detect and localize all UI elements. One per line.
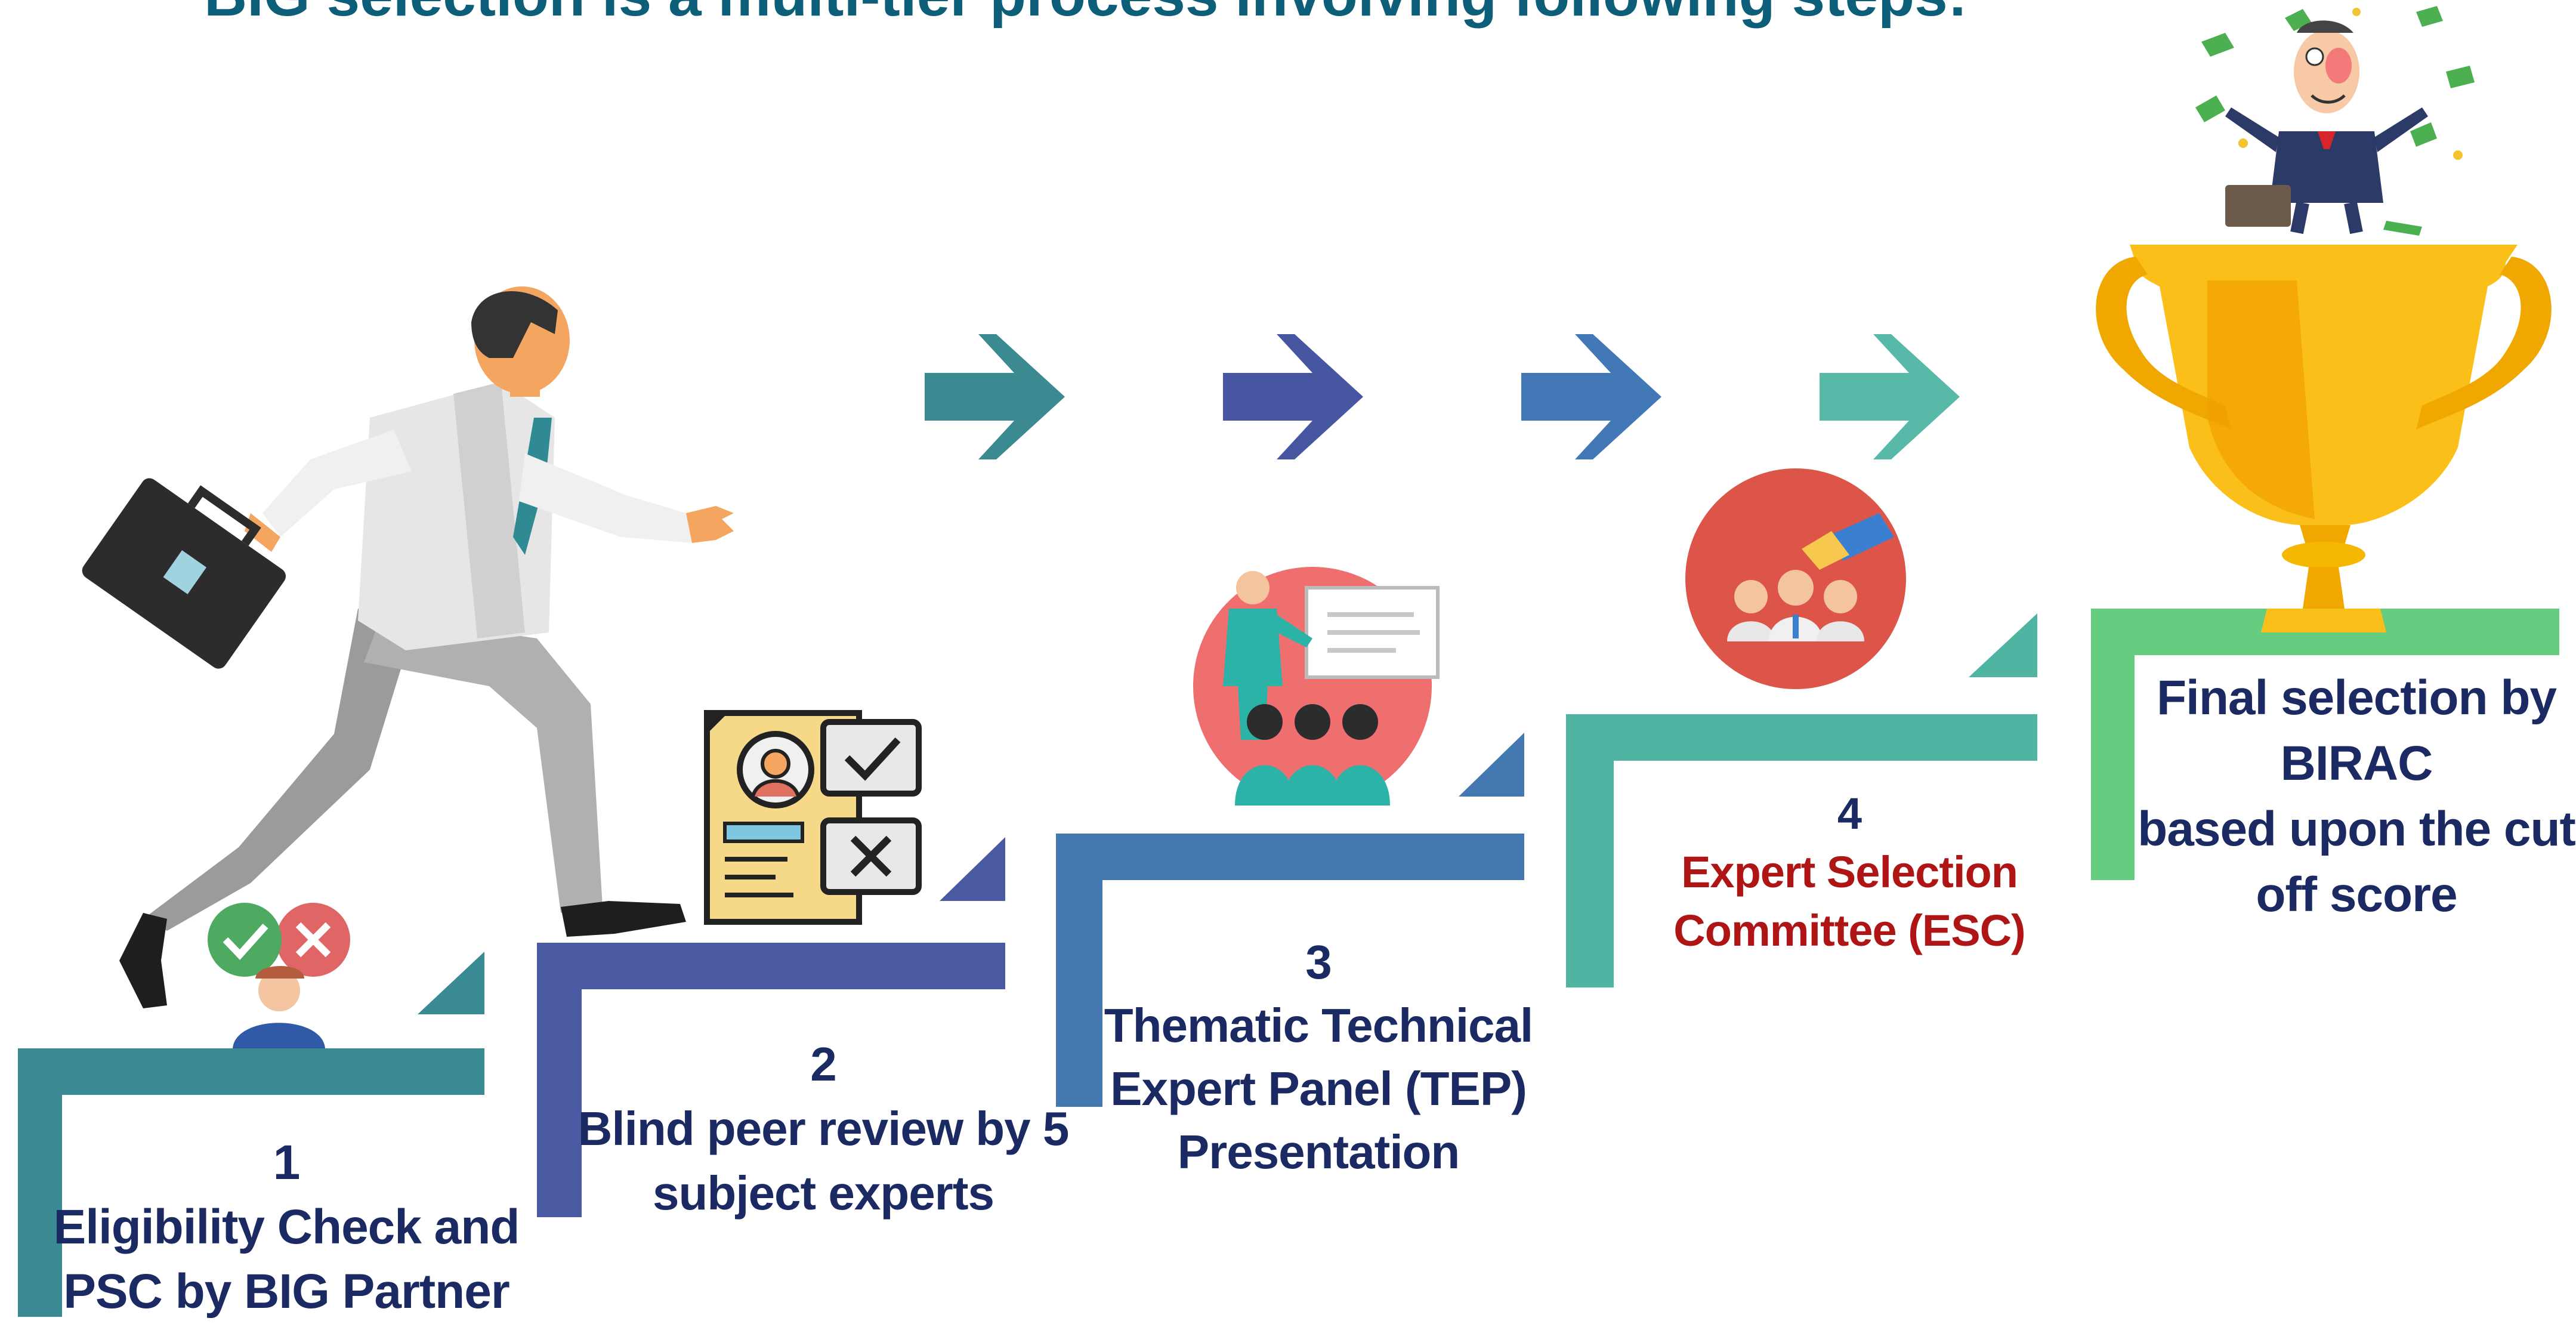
step-5-label-line-4: off score [2256, 868, 2457, 922]
step-1-label-line-2: PSC by BIG Partner [63, 1264, 510, 1319]
arrow-right-icon [1521, 334, 1661, 459]
trophy-icon [2096, 245, 2552, 632]
step-1-corner [418, 952, 484, 1014]
presentation-icon [1193, 567, 1440, 805]
step-3-platform [1056, 733, 1524, 1107]
arrow-right-icon [925, 334, 1065, 459]
step-4-number: 4 [1837, 789, 1862, 838]
step-1-text: 1 Eligibility Check and PSC by BIG Partn… [36, 1131, 537, 1324]
step-4-platform [1566, 613, 2037, 987]
step-3-label-line-1: Thematic Technical [1104, 999, 1534, 1052]
diagram-title: BIG selection is a multi-tier process in… [0, 0, 2172, 25]
briefcase-icon [82, 478, 286, 669]
step-2-text: 2 Blind peer review by 5 subject experts [573, 1032, 1074, 1226]
step-2-number: 2 [810, 1038, 837, 1091]
step-5-label-line-2: BIRAC [2280, 736, 2433, 791]
step-4-text: 4 Expert Selection Committee (ESC) [1599, 785, 2100, 960]
step-4-label-line-1: Expert Selection [1681, 847, 2018, 897]
step-3-label-line-2: Expert Panel (TEP) [1110, 1062, 1527, 1115]
arrow-right-icon [1820, 334, 1960, 459]
step-5-label-line-3: based upon the cut [2138, 802, 2576, 856]
step-3-corner [1459, 733, 1524, 797]
committee-selection-icon [1685, 468, 1906, 689]
step-2-label-line-1: Blind peer review by 5 [577, 1102, 1070, 1155]
step-3-label-line-3: Presentation [1177, 1125, 1460, 1178]
step-3-text: 3 Thematic Technical Expert Panel (TEP) … [1068, 931, 1569, 1184]
step-1-platform [18, 952, 484, 1317]
step-2-label-line-2: subject experts [653, 1166, 994, 1220]
step-5-text: Final selection by BIRAC based upon the … [2136, 665, 2576, 928]
step-5-platform [2091, 609, 2559, 880]
approve-reject-icon [208, 903, 350, 1048]
step-1-number: 1 [273, 1135, 301, 1190]
arrow-right-icon [1223, 334, 1363, 459]
step-1-label-line-1: Eligibility Check and [53, 1200, 520, 1254]
step-4-corner [1969, 613, 2037, 677]
resume-review-icon [704, 710, 922, 925]
step-5-label-line-1: Final selection by [2156, 671, 2557, 725]
businessman-climbing-icon [82, 286, 734, 1008]
step-4-label-line-2: Committee (ESC) [1673, 906, 2025, 955]
step-3-number: 3 [1305, 936, 1332, 989]
step-2-corner [940, 837, 1005, 901]
money-celebration-icon [2172, 0, 2482, 239]
step-2-platform [537, 837, 1005, 1217]
